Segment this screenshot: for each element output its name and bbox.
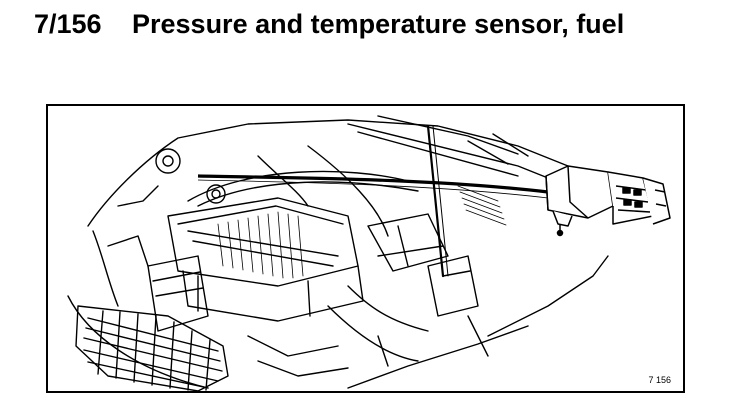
- section-heading: 7/156 Pressure and temperature sensor, f…: [34, 8, 714, 80]
- engine-cover-texture: [217, 211, 304, 279]
- section-title: Pressure and temperature sensor, fuel: [132, 9, 625, 39]
- battery-box: [147, 255, 209, 332]
- hose-2: [307, 145, 389, 237]
- section-number: 7/156: [34, 9, 102, 39]
- hose-1: [187, 170, 409, 202]
- right-fender-line: [487, 255, 609, 337]
- hood-edge-line: [377, 115, 519, 155]
- right-components: [367, 213, 479, 317]
- front-bumper-line: [67, 295, 209, 389]
- oil-cap: [206, 184, 226, 204]
- front-grille: [75, 305, 229, 391]
- sensor-pointer-line: [197, 174, 549, 194]
- strut-brace: [426, 124, 445, 278]
- fuel-pressure-temperature-sensor: [545, 165, 671, 237]
- engine-bay-illustration: [67, 115, 671, 391]
- cowl-hatching: [457, 185, 507, 226]
- left-fender-line: [87, 119, 569, 227]
- left-strut-tower: [155, 148, 181, 174]
- engine-bay-figure: 7 156: [46, 104, 685, 393]
- figure-label: 7 156: [648, 375, 671, 385]
- engine-block: [167, 197, 364, 322]
